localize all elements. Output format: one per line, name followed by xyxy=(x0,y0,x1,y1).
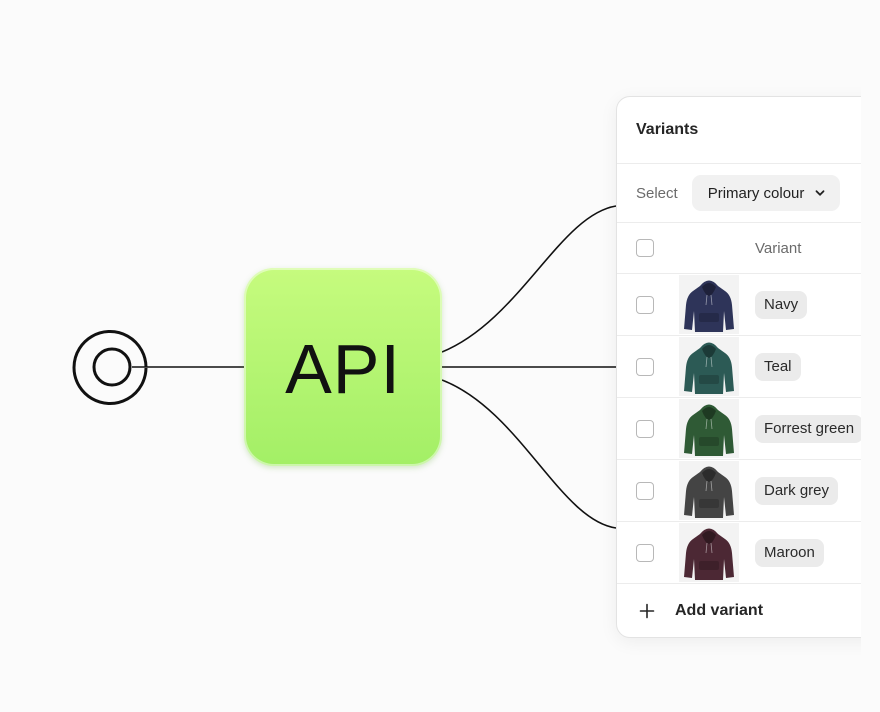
select-all-checkbox[interactable] xyxy=(636,239,654,257)
table-row[interactable]: Dark grey xyxy=(617,460,861,522)
hoodie-icon xyxy=(684,280,734,332)
hoodie-icon xyxy=(684,404,734,456)
variant-chip: Teal xyxy=(755,352,801,381)
panel-title: Variants xyxy=(617,97,861,164)
row-checkbox[interactable] xyxy=(636,357,654,376)
api-block: API xyxy=(244,268,442,466)
table-row[interactable]: Navy xyxy=(617,274,861,336)
plus-icon xyxy=(639,603,655,619)
api-label: API xyxy=(285,330,401,408)
row-checkbox[interactable] xyxy=(636,481,654,500)
connector-to-variant-bottom xyxy=(441,379,617,529)
dropdown-value: Primary colour xyxy=(707,184,805,202)
add-variant-label: Add variant xyxy=(675,602,764,619)
row-checkbox[interactable] xyxy=(636,543,654,562)
variant-chip: Dark grey xyxy=(755,476,839,505)
column-header-variant: Variant xyxy=(755,239,802,257)
select-bar: Select Primary colour xyxy=(617,164,861,223)
hoodie-thumbnail xyxy=(679,461,739,520)
variant-chip: Maroon xyxy=(755,538,824,567)
hoodie-thumbnail xyxy=(679,275,739,334)
variants-panel: Variants Select Primary colour Variant N… xyxy=(616,96,861,638)
hoodie-thumbnail xyxy=(679,399,739,458)
variant-chip: Forrest green xyxy=(755,414,861,443)
primary-colour-dropdown[interactable]: Primary colour xyxy=(691,175,841,211)
hoodie-thumbnail xyxy=(679,337,739,396)
hoodie-icon xyxy=(684,342,734,394)
table-row[interactable]: Teal xyxy=(617,336,861,398)
hoodie-thumbnail xyxy=(679,523,739,582)
select-label: Select xyxy=(636,184,678,202)
table-row[interactable]: Forrest green xyxy=(617,398,861,460)
row-checkbox[interactable] xyxy=(636,295,654,314)
concentric-circle-icon xyxy=(72,330,148,405)
chevron-down-icon xyxy=(815,190,825,196)
variant-chip: Navy xyxy=(755,290,808,319)
panel-clip: Variants Select Primary colour Variant N… xyxy=(616,96,861,638)
table-row[interactable]: Maroon xyxy=(617,522,861,584)
connector-to-variant-top xyxy=(441,205,617,353)
add-variant-button[interactable]: Add variant xyxy=(617,584,861,637)
table-header: Variant xyxy=(617,223,861,274)
row-checkbox[interactable] xyxy=(636,419,654,438)
hoodie-icon xyxy=(684,466,734,518)
hoodie-icon xyxy=(684,528,734,580)
